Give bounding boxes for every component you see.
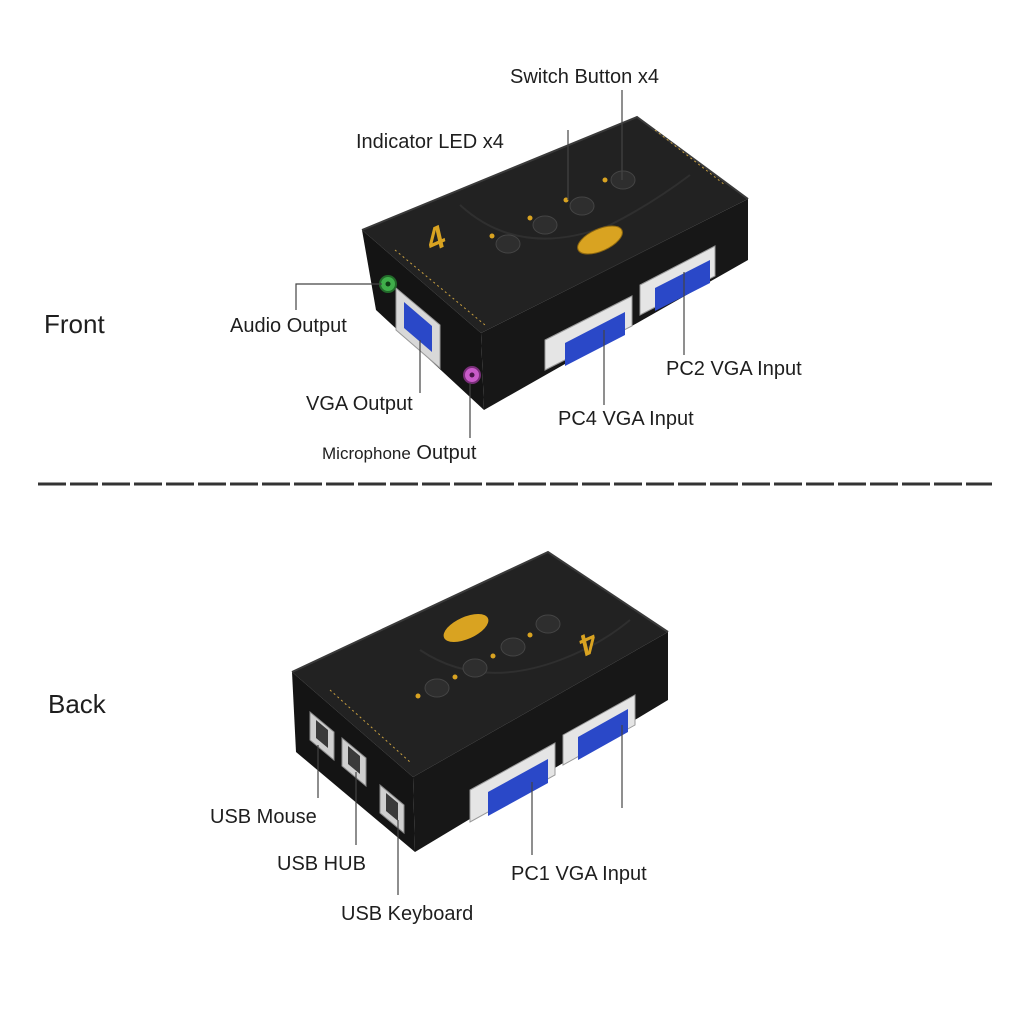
vga-output-label: VGA Output <box>306 393 413 415</box>
front-section-title: Front <box>44 309 105 339</box>
back-switch-button-1 <box>424 678 450 698</box>
front-led-4 <box>602 177 608 183</box>
leader-audio-output <box>295 283 382 310</box>
back-section-title: Back <box>48 689 106 719</box>
pc2-vga-input-label: PC2 VGA Input <box>666 358 802 380</box>
back-brand-logo <box>443 613 489 643</box>
back-switch-button-2 <box>462 658 488 678</box>
front-switch-button-4 <box>610 170 636 190</box>
switch-button-label: Switch Button x4 <box>510 66 659 88</box>
back-switch-button-4 <box>535 614 561 634</box>
audio-output-label: Audio Output <box>230 315 347 337</box>
front-led-1 <box>489 233 495 239</box>
microphone-prefix: Microphone <box>322 444 411 463</box>
back-usb-hub-port <box>341 736 367 788</box>
front-switch-button-1 <box>495 234 521 254</box>
usb-keyboard-label: USB Keyboard <box>341 903 474 925</box>
front-switch-button-2 <box>532 215 558 235</box>
front-pc2-vga-port <box>639 245 716 316</box>
back-pc1-vga-port <box>469 742 556 823</box>
microphone-suffix: Output <box>416 442 477 464</box>
back-usb-mouse-port <box>309 710 335 762</box>
pc1-vga-input-label: PC1 VGA Input <box>511 863 647 885</box>
back-pc3-vga-port <box>562 694 636 766</box>
front-led-2 <box>527 215 533 221</box>
front-switch-button-3 <box>569 196 595 216</box>
pc4-vga-input-label: PC4 VGA Input <box>558 408 694 430</box>
front-brand-logo <box>577 225 623 255</box>
usb-hub-label: USB HUB <box>277 853 366 875</box>
indicator-led-label: Indicator LED x4 <box>356 131 504 153</box>
microphone-output-label: Microphone Output <box>322 443 476 463</box>
front-pc4-vga-port <box>544 295 633 371</box>
front-led-3 <box>563 197 569 203</box>
usb-mouse-label: USB Mouse <box>210 806 317 828</box>
back-switch-button-3 <box>500 637 526 657</box>
front-vga-output-port <box>395 286 441 370</box>
